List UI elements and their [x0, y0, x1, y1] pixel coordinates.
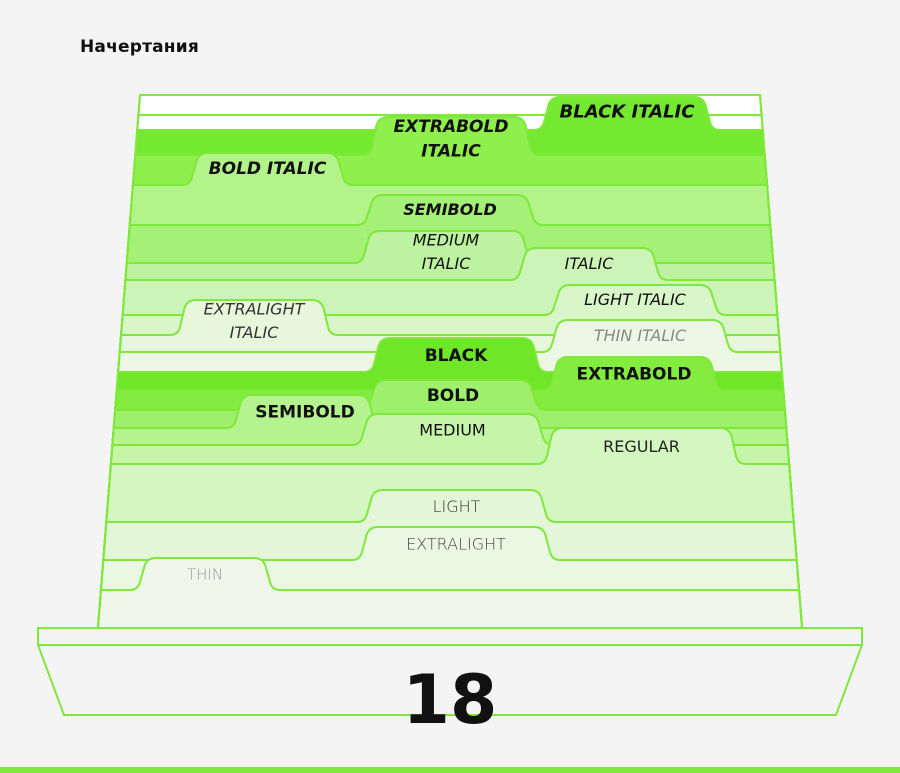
card-label: BLACK [425, 346, 488, 366]
card-label: ITALIC [565, 254, 615, 273]
page-title: Начертания [80, 37, 199, 57]
card-label: BOLD ITALIC [209, 159, 327, 179]
card-label: LIGHT [433, 497, 481, 516]
card-label: REGULAR [603, 437, 680, 456]
card-label: SEMIBOLD [403, 200, 497, 219]
card-body [97, 557, 803, 629]
card-label: EXTRABOLD [577, 365, 692, 385]
card-label: BOLD [427, 386, 479, 406]
card-label: EXTRALIGHT [204, 300, 306, 319]
bottom-rule [0, 767, 900, 773]
card-label: EXTRABOLD [394, 117, 509, 137]
card-label: ITALIC [230, 323, 280, 342]
card-label: LIGHT ITALIC [584, 290, 687, 309]
card-stack: BLACK ITALIC EXTRABOLD ITALIC BOLD ITALIC SE… [96, 94, 804, 629]
card-label: ITALIC [421, 141, 481, 161]
style-count: 18 [403, 661, 498, 740]
card-label: EXTRALIGHT [406, 534, 506, 553]
drawer-left-side [97, 94, 141, 629]
card-label: BLACK ITALIC [560, 101, 696, 122]
card-label: THIN ITALIC [594, 326, 687, 345]
drawer-right-side [759, 94, 803, 629]
card-label: THIN [187, 565, 223, 583]
card-label: MEDIUM [413, 231, 480, 250]
card-label: SEMIBOLD [255, 403, 354, 423]
drawer-front: 18 [37, 627, 863, 740]
card-thin: THIN [97, 557, 803, 629]
card-label: ITALIC [422, 254, 472, 273]
card-label: MEDIUM [419, 420, 485, 439]
